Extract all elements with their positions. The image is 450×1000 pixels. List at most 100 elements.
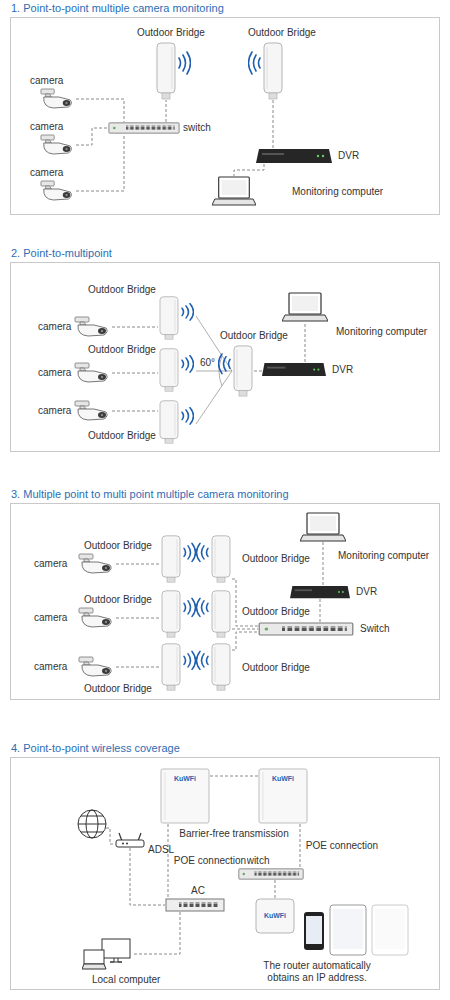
cable-connector xyxy=(112,411,158,412)
scenario-title: 4. Point-to-point wireless coverage xyxy=(11,742,180,755)
brand-logo: KuWFi xyxy=(258,774,308,783)
cable-connector xyxy=(168,824,169,898)
dome-camera: camera xyxy=(78,656,116,678)
dvr-recorder-icon xyxy=(256,148,332,164)
device-label: Monitoring computer xyxy=(292,186,383,198)
cable-connector xyxy=(112,373,158,374)
panel-bridge: KuWFi xyxy=(160,768,210,824)
scenario-title: 1. Point-to-point multiple camera monito… xyxy=(11,2,224,15)
scenario-panel: 2. Point-to-multipointcameraOutdoor Brid… xyxy=(10,262,440,452)
dome-camera-icon xyxy=(74,316,112,338)
outdoor-bridge-icon xyxy=(160,643,196,691)
cable-connector xyxy=(210,776,258,777)
device-label: Outdoor Bridge xyxy=(88,344,156,356)
cable-connector xyxy=(116,618,160,619)
outdoor-bridge-icon xyxy=(196,535,232,583)
cable-connector xyxy=(112,327,158,328)
outdoor-bridge-icon xyxy=(160,590,196,638)
dome-camera: camera xyxy=(74,316,112,338)
ac-controller: AC xyxy=(165,898,225,912)
device-label: Outdoor Bridge xyxy=(88,284,156,296)
internet-line xyxy=(106,828,115,844)
dome-camera: camera xyxy=(40,134,76,156)
dome-camera-icon xyxy=(40,134,76,156)
scenario-panel: 3. Multiple point to multi point multipl… xyxy=(10,503,440,700)
device-label: camera xyxy=(30,167,63,179)
dome-camera: camera xyxy=(78,607,116,629)
cable-connector xyxy=(234,164,264,176)
monitoring-laptop: Monitoring computer xyxy=(300,512,346,542)
scenario-title: 2. Point-to-multipoint xyxy=(11,247,112,260)
cable-connector xyxy=(323,542,324,585)
outdoor-bridge-icon xyxy=(158,296,194,340)
dome-camera-icon xyxy=(74,362,112,384)
device-label: DVR xyxy=(338,150,359,162)
outdoor-bridge: Outdoor Bridge xyxy=(160,643,182,691)
cable-connector xyxy=(116,667,160,668)
cable-connector xyxy=(275,880,276,898)
device-label: camera xyxy=(38,367,71,379)
dvr-recorder: DVR xyxy=(290,585,350,599)
outdoor-bridge: Outdoor Bridge xyxy=(210,590,232,638)
dvr-recorder: DVR xyxy=(256,148,332,164)
device-label: switch xyxy=(183,122,211,134)
cable-connector xyxy=(254,371,262,372)
scenario-panel: 1. Point-to-point multiple camera monito… xyxy=(10,17,440,215)
device-label: Switch xyxy=(360,623,389,635)
cable-connector xyxy=(305,322,306,362)
outdoor-bridge: Outdoor Bridge xyxy=(160,590,182,638)
dvr-recorder-icon xyxy=(290,585,350,599)
dome-camera: camera xyxy=(78,553,116,575)
cable-connector xyxy=(76,134,124,191)
panel-bridge: KuWFi xyxy=(258,768,308,824)
outdoor-bridge-icon xyxy=(248,42,284,100)
dome-camera: camera xyxy=(74,362,112,384)
outdoor-bridge: Outdoor Bridge xyxy=(232,345,254,397)
device-label: camera xyxy=(30,121,63,133)
outdoor-bridge-icon xyxy=(158,348,194,392)
outdoor-bridge: Outdoor Bridge xyxy=(158,348,180,392)
cable-connector xyxy=(116,564,160,565)
device-label: camera xyxy=(34,661,67,673)
dome-camera: camera xyxy=(74,400,112,422)
device-label: camera xyxy=(38,321,71,333)
outdoor-bridge: Outdoor Bridge xyxy=(160,535,182,583)
dome-camera-icon xyxy=(74,400,112,422)
device-label: ADSL xyxy=(148,844,174,856)
network-switch: Switch xyxy=(258,622,354,636)
device-label: Outdoor Bridge xyxy=(242,606,310,618)
monitoring-laptop-icon xyxy=(282,292,328,322)
device-label: The router automatically obtains an IP a… xyxy=(247,960,387,984)
angle-label: 60° xyxy=(199,357,216,369)
dome-camera-icon xyxy=(40,88,76,110)
cable-connector xyxy=(76,128,108,145)
device-label: Outdoor Bridge xyxy=(84,540,152,552)
dome-camera: camera xyxy=(40,180,76,202)
device-label: Local computer xyxy=(92,974,160,986)
cable-connector xyxy=(320,599,321,622)
device-label: camera xyxy=(34,558,67,570)
cable-connector xyxy=(132,912,180,954)
connection-label: Barrier-free transmission xyxy=(178,828,289,840)
dome-camera-icon xyxy=(78,656,116,678)
connection-label: POE connection xyxy=(173,855,247,867)
outdoor-bridge: Outdoor Bridge xyxy=(158,400,180,444)
cable-connector xyxy=(76,99,124,122)
cable-connector xyxy=(166,100,167,122)
device-label: Outdoor Bridge xyxy=(88,430,156,442)
network-switch-icon xyxy=(238,868,304,880)
dvr-recorder-icon xyxy=(262,362,326,377)
outdoor-bridge: Outdoor Bridge xyxy=(210,643,232,691)
brand-logo: KuWFi xyxy=(255,911,295,920)
internet-globe xyxy=(78,810,106,838)
device-label: camera xyxy=(34,612,67,624)
local-computer-icon xyxy=(82,938,132,970)
adsl-modem: ADSL xyxy=(115,832,145,848)
device-label: camera xyxy=(30,75,63,87)
device-label: Outdoor Bridge xyxy=(248,27,316,39)
dome-camera-icon xyxy=(78,553,116,575)
network-switch: switch xyxy=(108,122,180,134)
adsl-modem-icon xyxy=(115,832,145,848)
scenario-panel: 4. Point-to-point wireless coverageKuWFi… xyxy=(10,757,440,990)
dome-camera-icon xyxy=(78,607,116,629)
